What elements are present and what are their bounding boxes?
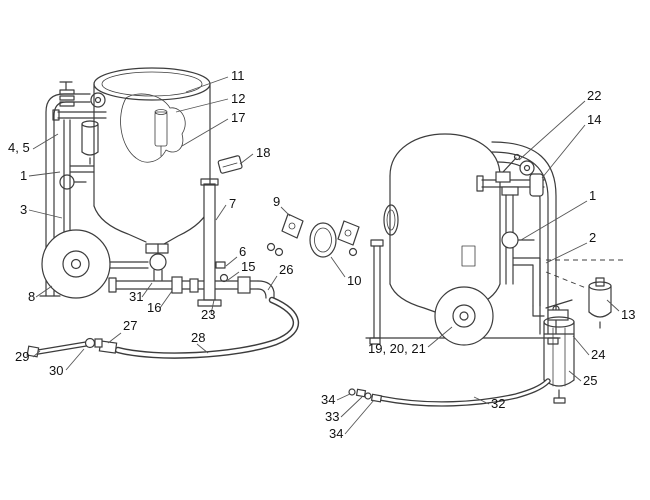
- part-number-label: 15: [241, 259, 255, 274]
- leader-line: [107, 332, 122, 344]
- remote-valve-canister: [543, 299, 575, 404]
- right-machine: [348, 133, 626, 407]
- leader-line: [185, 76, 229, 93]
- part-number-label: 24: [591, 347, 605, 362]
- part-number-label: 22: [587, 88, 601, 103]
- leader-line: [141, 282, 153, 298]
- leader-line: [572, 335, 590, 356]
- leader-line: [32, 350, 41, 358]
- part-number-label: 27: [123, 318, 137, 333]
- left-tank: [93, 67, 211, 245]
- blast-hose: [98, 296, 299, 359]
- right-wheel: [434, 286, 494, 346]
- alignment-dashes: [545, 259, 626, 289]
- part-number-label: 6: [239, 244, 246, 259]
- left-machine: [26, 67, 360, 359]
- part-number-label: 26: [279, 262, 293, 277]
- leader-line: [225, 256, 238, 267]
- part-number-label: 2: [589, 230, 596, 245]
- leader-line: [606, 299, 620, 312]
- part-number-label: 14: [587, 112, 601, 127]
- part-number-label: 34: [329, 426, 343, 441]
- part-number-label: 30: [49, 363, 63, 378]
- part-number-label: 18: [256, 145, 270, 160]
- part-number-label: 13: [621, 307, 635, 322]
- leader-line: [473, 396, 490, 405]
- leader-line: [330, 256, 346, 278]
- leader-line: [28, 171, 61, 177]
- leader-line: [280, 206, 291, 217]
- part-number-label: 9: [273, 194, 280, 209]
- part-number-label: 16: [147, 300, 161, 315]
- part-number-label: 10: [347, 273, 361, 288]
- leader-line: [541, 124, 586, 179]
- control-hose: [377, 378, 551, 407]
- leader-line: [239, 153, 254, 165]
- leader-line: [518, 100, 586, 161]
- left-outlet-piping: [108, 276, 275, 299]
- part-number-label: 17: [231, 110, 245, 125]
- leader-line: [35, 285, 53, 298]
- part-number-label: 33: [325, 409, 339, 424]
- leader-line: [210, 299, 215, 315]
- leader-line: [159, 290, 173, 309]
- leader-line: [28, 209, 63, 219]
- leader-line: [181, 118, 229, 147]
- leader-lines-layer: [28, 76, 620, 435]
- part-number-label: 31: [129, 289, 143, 304]
- remote-handle: [217, 155, 243, 174]
- part-number-label: 29: [15, 349, 29, 364]
- leader-line: [267, 275, 278, 291]
- part-number-label: 25: [583, 373, 597, 388]
- leader-line: [568, 370, 582, 382]
- part-number-label: 1: [20, 168, 27, 183]
- leader-line: [344, 399, 375, 435]
- part-number-label: 3: [20, 202, 27, 217]
- right-piping-assembly: [476, 153, 545, 317]
- leader-line: [427, 326, 453, 348]
- part-number-label: 32: [491, 396, 505, 411]
- gasket-kit: [266, 213, 360, 258]
- leader-line: [227, 271, 240, 281]
- left-wheel: [41, 229, 111, 299]
- leader-line: [520, 200, 588, 241]
- part-number-label: 1: [589, 188, 596, 203]
- part-number-label: 34: [321, 392, 335, 407]
- leader-line: [196, 343, 209, 354]
- hose-segment: [26, 337, 103, 358]
- leader-line: [545, 242, 588, 264]
- part-number-label: 19, 20, 21: [368, 341, 426, 356]
- leader-line: [340, 396, 363, 418]
- right-tank: [383, 133, 501, 337]
- part-number-label: 8: [28, 289, 35, 304]
- part-number-label: 28: [191, 330, 205, 345]
- part-number-label: 23: [201, 307, 215, 322]
- left-metering-valve: [145, 243, 169, 281]
- part-number-label: 7: [229, 196, 236, 211]
- hose-fittings: [348, 388, 383, 403]
- air-filter: [588, 277, 612, 329]
- leader-line: [336, 393, 351, 401]
- part-number-label: 11: [231, 68, 245, 83]
- part-number-label: 12: [231, 91, 245, 106]
- leader-line: [65, 348, 85, 371]
- leader-line: [215, 204, 227, 221]
- part-number-label: 4, 5: [8, 140, 30, 155]
- leader-line: [32, 133, 59, 150]
- pipe-column: [197, 178, 229, 307]
- left-inlet-valve-assembly: [52, 81, 107, 243]
- leader-line: [175, 98, 229, 113]
